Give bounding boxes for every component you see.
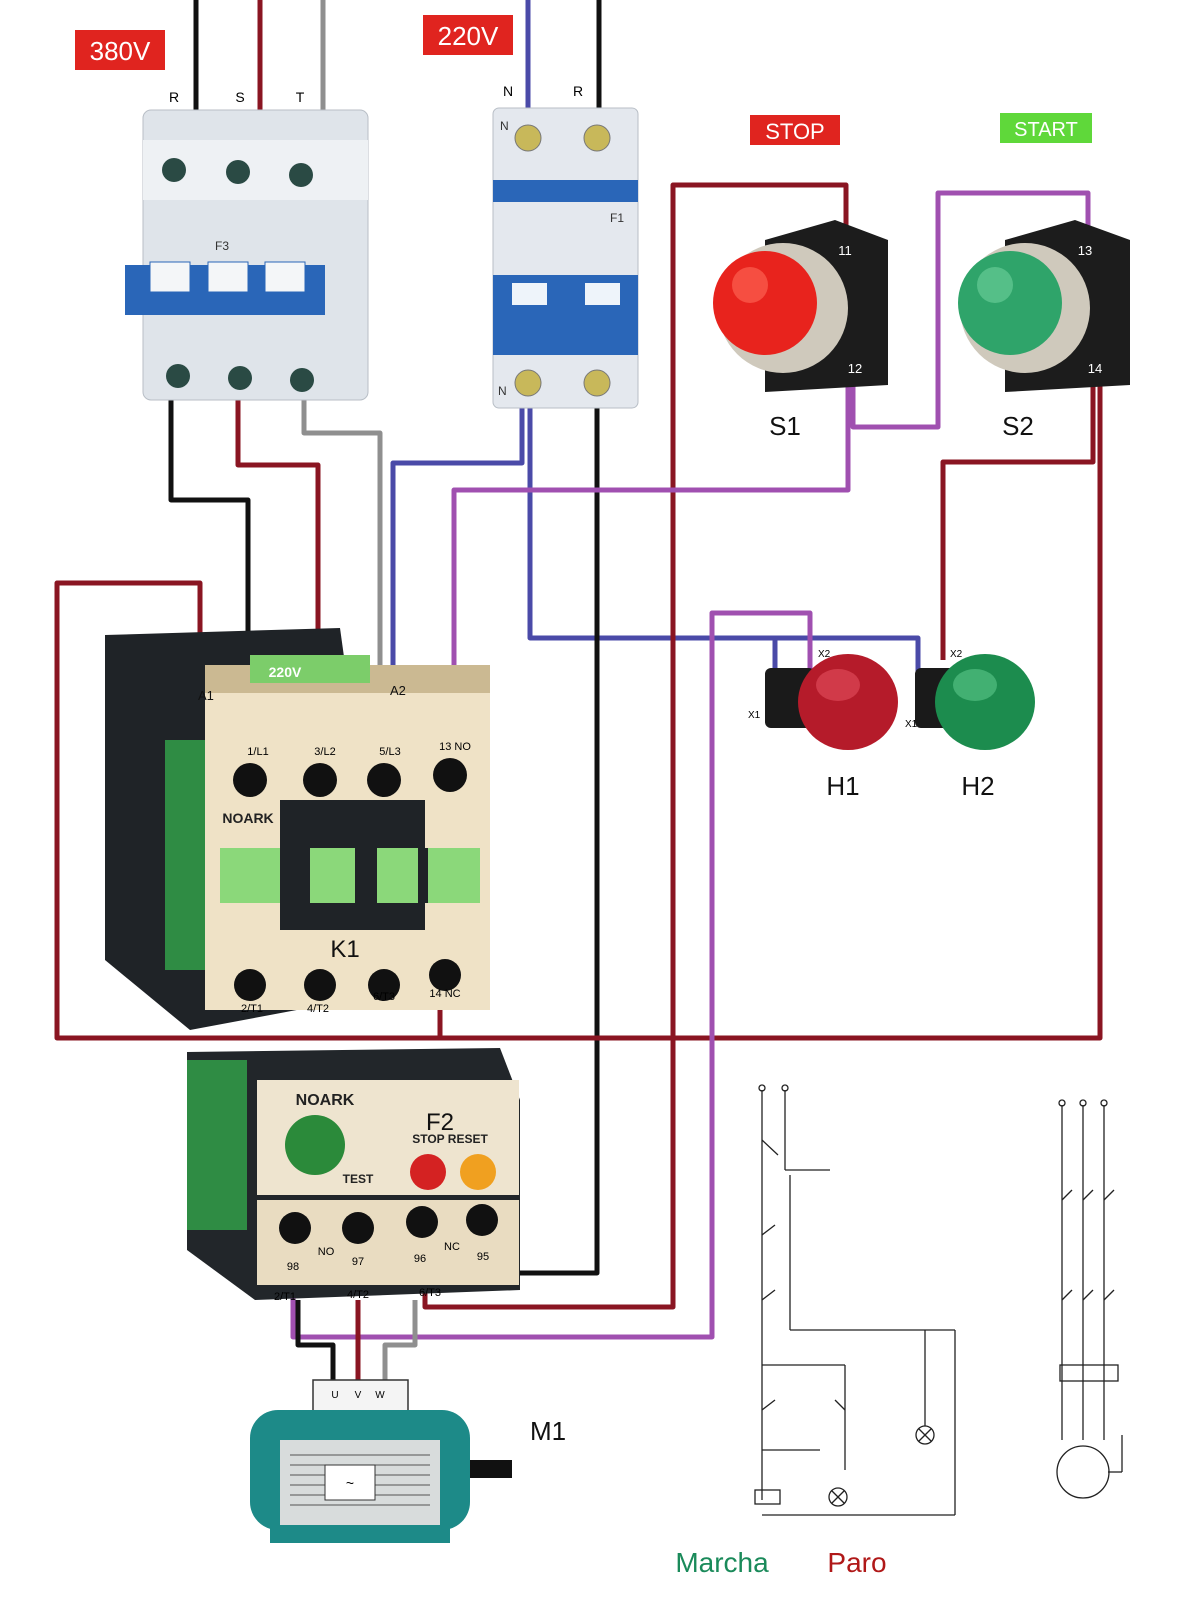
h1-x2: X2 [818, 649, 831, 660]
tag-380v: 380V [75, 30, 165, 70]
wire-neutral-lamps [527, 408, 921, 690]
f2-96: 96 [414, 1253, 426, 1265]
k1-t3: 6/T3 [373, 991, 395, 1003]
h2-x2: X2 [950, 649, 963, 660]
s2-name: S2 [1002, 411, 1034, 441]
f2-95: 95 [477, 1251, 489, 1263]
wire-motor-u [295, 1300, 336, 1385]
wire-f3-l2 [235, 400, 321, 715]
label-phase: R [573, 83, 583, 99]
start-button-s2[interactable]: 13 14 [958, 220, 1130, 392]
s1-name: S1 [769, 411, 801, 441]
tag-220v: 220V [423, 15, 513, 55]
wire-s1-no [451, 385, 851, 705]
lamp-h1: X2 X1 [748, 649, 898, 750]
stop-caption: STOP [750, 115, 840, 145]
wire-f3-l3 [301, 400, 383, 715]
f2-t2: 4/T2 [347, 1289, 369, 1301]
label-r: R [169, 89, 179, 105]
k1-a1: A1 [198, 688, 214, 703]
label-t: T [296, 89, 305, 105]
motor-v: V [355, 1390, 362, 1401]
f2-test: TEST [343, 1172, 374, 1186]
wire-s2-h2 [940, 385, 1096, 660]
start-caption-text: START [1014, 119, 1078, 141]
tag-380v-text: 380V [90, 36, 151, 66]
wires [54, 0, 1103, 1385]
wire-s2-loop [437, 385, 1103, 1041]
label-s: S [235, 89, 244, 105]
h2-x1: X1 [905, 719, 918, 730]
h1-name: H1 [826, 771, 859, 801]
motor-w: W [375, 1390, 385, 1401]
wire-a1-loop [54, 580, 448, 1041]
h1-x1: X1 [748, 710, 761, 721]
stop-caption-text: STOP [765, 119, 825, 144]
k1-t1: 2/T1 [241, 1003, 263, 1015]
breaker-f3: F3 [125, 109, 369, 401]
wire-motor-w [382, 1300, 418, 1385]
motor-name: M1 [530, 1416, 566, 1446]
f1-n-top: N [500, 119, 509, 133]
label-n: N [503, 83, 513, 99]
s1-term-bottom: 12 [848, 361, 862, 376]
k1-nc: 14 NC [429, 988, 460, 1000]
f2-nc: NC [444, 1241, 460, 1253]
wire-s1-s2 [850, 190, 1091, 430]
f2-name: F2 [426, 1109, 454, 1136]
power-schematic [1056, 1099, 1123, 1499]
k1-no: 13 NO [439, 741, 471, 753]
contactor-k1: 220V A1 A2 1/L1 3/L2 5/L3 13 NO NOARK K1… [105, 628, 490, 1030]
s1-term-top: 11 [838, 243, 852, 258]
k1-coil: 220V [269, 664, 302, 680]
k1-a2: A2 [390, 683, 406, 698]
s2-term-bottom: 14 [1088, 361, 1102, 376]
stop-button-s1[interactable]: 11 12 [713, 220, 888, 392]
wire-f3-l1 [168, 395, 251, 715]
k1-brand: NOARK [222, 810, 273, 826]
f1-label: F1 [610, 211, 624, 225]
lamp-h2: X2 X1 [905, 649, 1035, 750]
s2-term-top: 13 [1078, 243, 1092, 258]
control-schematic [754, 1084, 956, 1516]
f2-t3: 6/T3 [419, 1287, 441, 1299]
motor-u: U [331, 1390, 338, 1401]
f2-brand: NOARK [296, 1092, 355, 1109]
wire-neutral-a2 [390, 408, 525, 668]
f3-label: F3 [215, 239, 229, 253]
f1-n-bottom: N [498, 384, 507, 398]
legend-marcha: Marcha [675, 1547, 769, 1578]
start-caption: START [1000, 113, 1092, 143]
tag-220v-text: 220V [438, 21, 499, 51]
k1-t2: 4/T2 [307, 1003, 329, 1015]
overload-relay-f2: NOARK F2 STOP RESET TEST NO NC 98 97 96 … [187, 1048, 520, 1303]
k1-name: K1 [330, 936, 359, 963]
h2-name: H2 [961, 771, 994, 801]
motor-m1: U V W Z X Y ~ [250, 1379, 512, 1543]
legend-paro: Paro [827, 1547, 886, 1578]
k1-l3: 5/L3 [379, 746, 400, 758]
f2-stop-button[interactable] [410, 1154, 446, 1190]
f2-97: 97 [352, 1256, 364, 1268]
f2-reset-button[interactable] [460, 1154, 496, 1190]
f2-no: NO [318, 1246, 335, 1258]
k1-l1: 1/L1 [247, 746, 268, 758]
motor-ac-symbol: ~ [346, 1475, 354, 1491]
wire-96-s1 [422, 182, 849, 1310]
breaker-f1: F1 N N [492, 107, 639, 409]
f2-t1: 2/T1 [274, 1291, 296, 1303]
f2-98: 98 [287, 1261, 299, 1273]
f2-stop-reset: STOP RESET [412, 1132, 488, 1146]
k1-l2: 3/L2 [314, 746, 335, 758]
wire-98-h1 [290, 610, 813, 1340]
